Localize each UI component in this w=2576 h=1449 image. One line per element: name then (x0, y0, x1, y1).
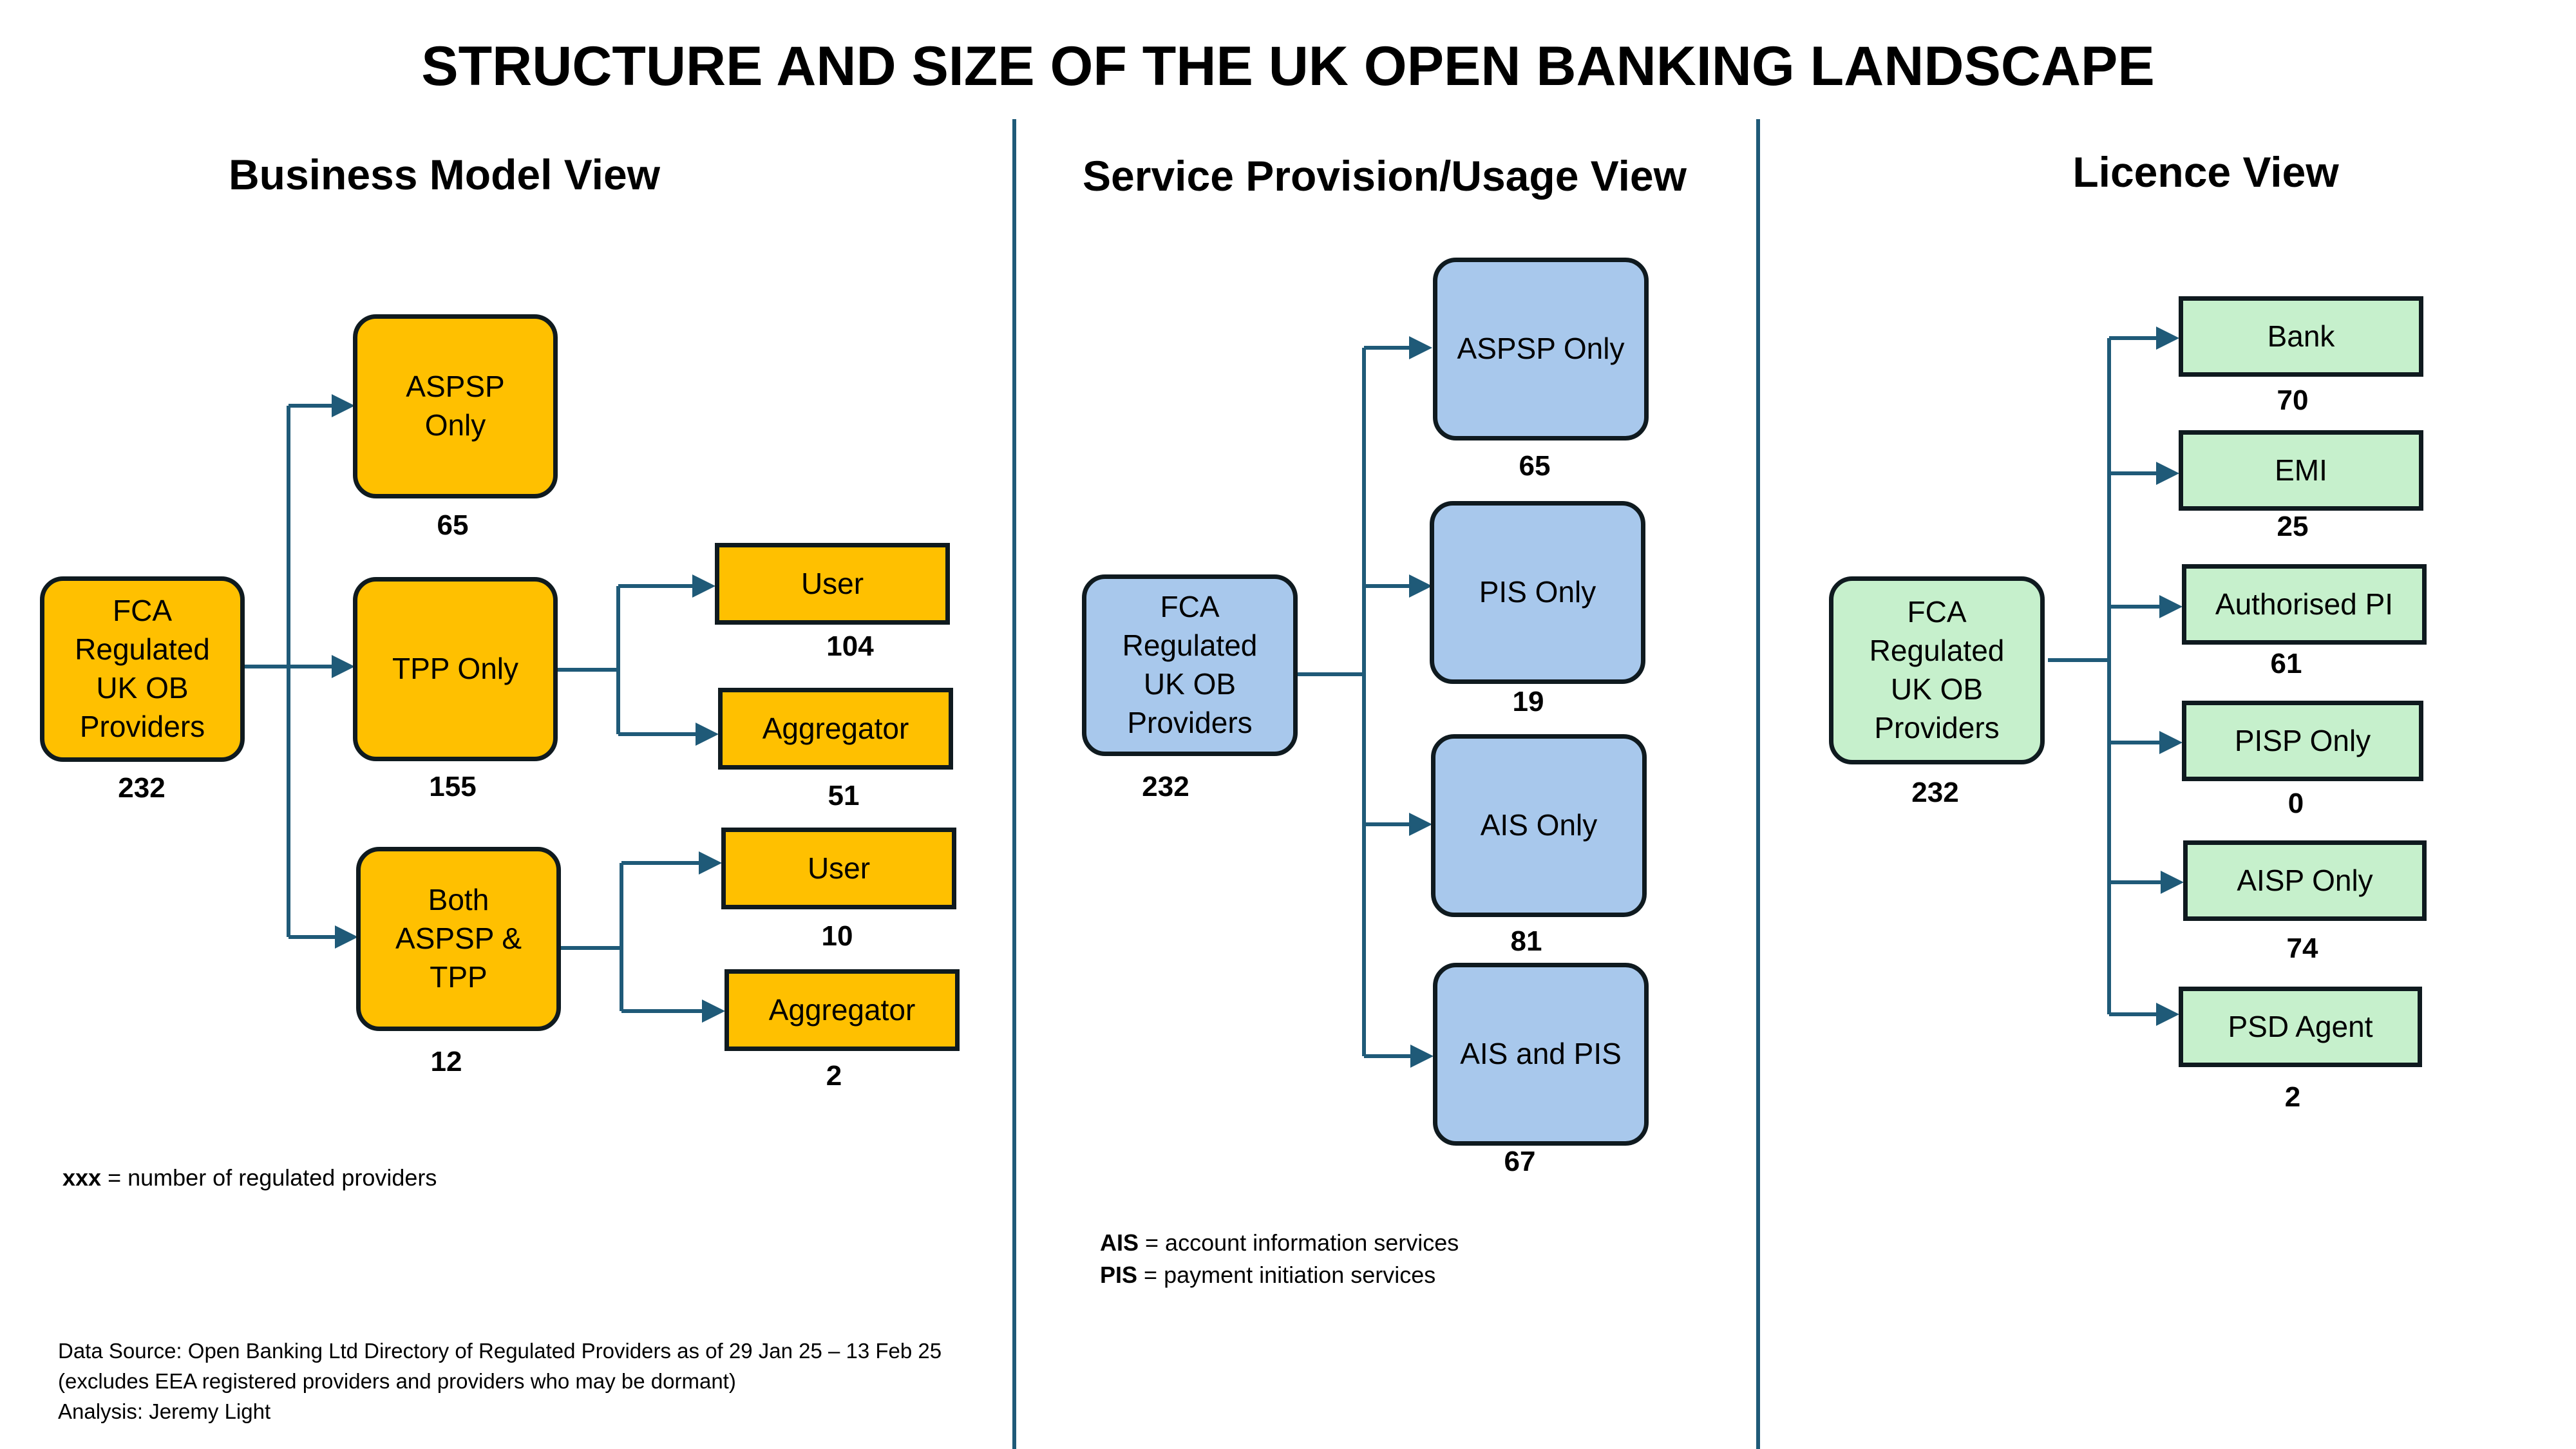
bm-both-aggregator-count: 2 (826, 1060, 842, 1092)
bm-tpp-user-box: User (715, 543, 950, 625)
sv-abbr-ais-text: = account information services (1145, 1229, 1459, 1256)
bm-both-box: Both ASPSP & TPP (356, 847, 561, 1031)
sv-pis-only-count: 19 (1512, 686, 1544, 717)
bm-both-user-box: User (721, 828, 956, 909)
lv-emi-count: 25 (2277, 511, 2309, 542)
licence-view-heading: Licence View (2072, 148, 2339, 196)
sv-pis-only-box: PIS Only (1430, 501, 1645, 684)
bm-tpp-only-count: 155 (429, 771, 477, 802)
lv-aisp-only-count: 74 (2286, 933, 2318, 964)
sv-aspsp-only-count: 65 (1519, 450, 1551, 482)
bm-aspsp-only-box: ASPSP Only (353, 314, 558, 498)
lv-authorised-pi-box: Authorised PI (2182, 564, 2427, 645)
sv-aspsp-only-box: ASPSP Only (1433, 258, 1649, 440)
bm-aspsp-only-count: 65 (437, 509, 469, 541)
sv-abbr-pis: PIS = payment initiation services (1100, 1260, 1435, 1291)
lv-root-box: FCA Regulated UK OB Providers (1829, 576, 2045, 764)
bm-legend-text: = number of regulated providers (108, 1164, 437, 1191)
page-title: STRUCTURE AND SIZE OF THE UK OPEN BANKIN… (421, 35, 2155, 97)
bm-tpp-user-count: 104 (826, 630, 874, 662)
bm-tpp-aggregator-box: Aggregator (718, 688, 953, 770)
sv-abbr-ais: AIS = account information services (1100, 1227, 1459, 1259)
source-line-2: (excludes EEA registered providers and p… (58, 1369, 736, 1393)
sv-abbr-pis-text: = payment initiation services (1144, 1262, 1436, 1288)
lv-emi-box: EMI (2179, 430, 2423, 511)
bm-root-box: FCA Regulated UK OB Providers (40, 576, 245, 762)
sv-ais-and-pis-box: AIS and PIS (1433, 963, 1649, 1146)
business-model-heading: Business Model View (229, 151, 660, 198)
sv-ais-only-box: AIS Only (1431, 734, 1647, 917)
sv-ais-and-pis-count: 67 (1504, 1146, 1536, 1177)
sv-ais-only-count: 81 (1510, 925, 1542, 957)
sv-root-count: 232 (1142, 771, 1189, 802)
lv-pisp-only-count: 0 (2287, 788, 2304, 819)
bm-legend: xxx = number of regulated providers (62, 1162, 437, 1194)
analysis-line: Analysis: Jeremy Light (58, 1399, 271, 1423)
lv-root-count: 232 (1911, 777, 1959, 808)
bm-legend-key: xxx (62, 1164, 102, 1191)
bm-both-count: 12 (430, 1046, 462, 1077)
service-view-heading: Service Provision/Usage View (1083, 152, 1687, 200)
bm-both-aggregator-box: Aggregator (724, 969, 960, 1051)
bm-both-user-count: 10 (821, 920, 853, 952)
lv-psd-agent-box: PSD Agent (2179, 987, 2422, 1067)
sv-root-box: FCA Regulated UK OB Providers (1082, 574, 1298, 756)
bm-tpp-only-box: TPP Only (353, 577, 558, 761)
bm-tpp-aggregator-count: 51 (828, 780, 860, 811)
sv-abbr-ais-key: AIS (1100, 1229, 1139, 1256)
lv-psd-agent-count: 2 (2284, 1081, 2301, 1113)
lv-bank-count: 70 (2277, 384, 2309, 416)
lv-authorised-pi-count: 61 (2270, 648, 2302, 679)
lv-aisp-only-box: AISP Only (2183, 840, 2427, 921)
source-line-1: Data Source: Open Banking Ltd Directory … (58, 1339, 942, 1363)
sv-abbr-pis-key: PIS (1100, 1262, 1138, 1288)
bm-root-count: 232 (118, 772, 166, 804)
lv-pisp-only-box: PISP Only (2182, 701, 2423, 781)
lv-bank-box: Bank (2179, 296, 2423, 377)
